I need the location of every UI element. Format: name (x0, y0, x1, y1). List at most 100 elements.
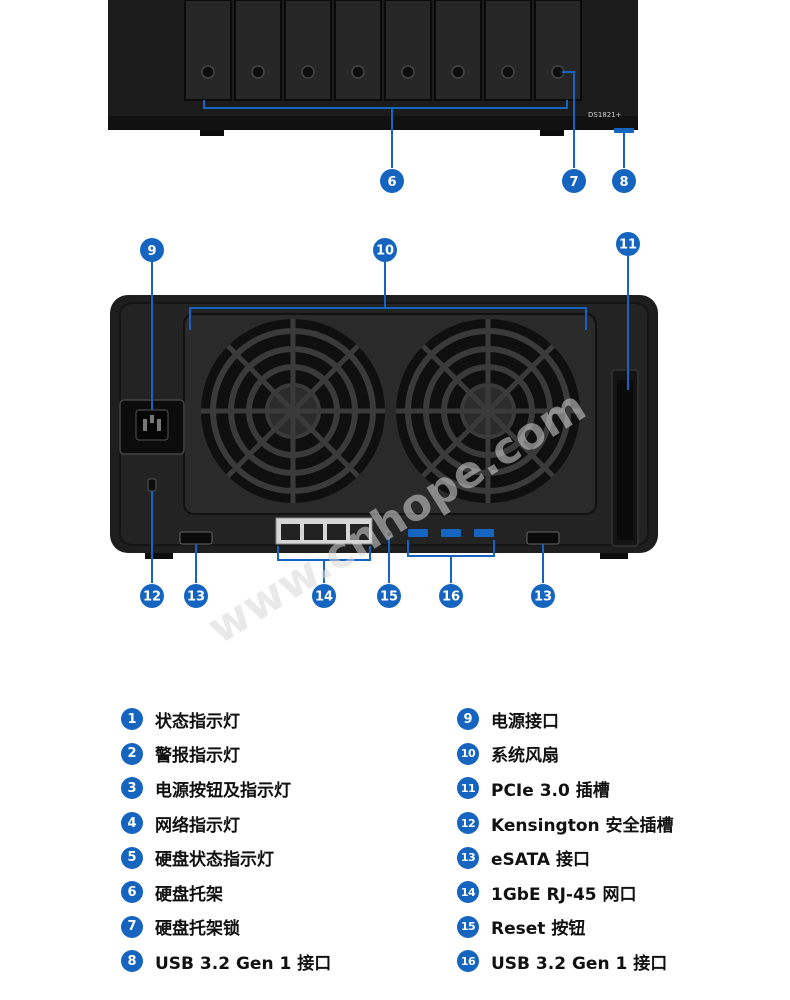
svg-text:8: 8 (619, 175, 628, 190)
legend-item-6: 6 硬盘托架 (121, 875, 331, 910)
kensington-slot (147, 478, 157, 492)
drive-bay-4 (334, 0, 382, 101)
legend-badge: 3 (121, 777, 143, 800)
legend-badge: 12 (457, 812, 479, 835)
rear-foot-left (145, 553, 173, 559)
legend-badge: 11 (457, 777, 479, 800)
legend-item-14: 14 1GbE RJ-45 网口 (457, 875, 674, 910)
esata-port-left (179, 531, 213, 545)
callout-badge-6: 6 (380, 169, 404, 193)
svg-text:16: 16 (442, 590, 460, 605)
legend-label: eSATA 接口 (491, 850, 590, 871)
callout-badge-12: 12 (140, 584, 164, 608)
callout-badge-8: 8 (612, 169, 636, 193)
drive-lock-icon (351, 65, 365, 79)
callout-badge-7: 7 (562, 169, 586, 193)
legend-badge: 13 (457, 846, 479, 869)
drive-bay-7 (484, 0, 532, 101)
drive-bay-2 (234, 0, 282, 101)
legend: 1 状态指示灯 2 警报指示灯 3 电源按钮及指示灯 4 网络指示灯 5 硬盘状… (0, 702, 790, 992)
legend-label: USB 3.2 Gen 1 接口 (491, 953, 668, 974)
drive-lock-icon (501, 65, 515, 79)
svg-text:11: 11 (619, 238, 637, 253)
drive-lock-icon (251, 65, 265, 79)
legend-label: Reset 按钮 (491, 919, 586, 940)
legend-left-column: 1 状态指示灯 2 警报指示灯 3 电源按钮及指示灯 4 网络指示灯 5 硬盘状… (121, 702, 331, 979)
front-foot-right (540, 130, 564, 136)
svg-text:6: 6 (387, 175, 396, 190)
front-usb-port (614, 128, 634, 133)
legend-item-5: 5 硬盘状态指示灯 (121, 840, 331, 875)
legend-label: 状态指示灯 (155, 711, 240, 732)
callout-badge-14: 14 (312, 584, 336, 608)
legend-label: 网络指示灯 (155, 815, 240, 836)
drive-bay-6 (434, 0, 482, 101)
legend-label: USB 3.2 Gen 1 接口 (155, 953, 332, 974)
system-fan-left (201, 319, 385, 503)
drive-lock-icon (201, 65, 215, 79)
legend-label: 1GbE RJ-45 网口 (491, 884, 637, 905)
legend-item-7: 7 硬盘托架锁 (121, 910, 331, 945)
drive-bay-1 (184, 0, 232, 101)
front-view: DS1821+ 6 7 8 (108, 0, 638, 193)
legend-badge: 16 (457, 950, 479, 973)
front-foot-left (200, 130, 224, 136)
legend-badge: 6 (121, 881, 143, 904)
rj45-ports (275, 517, 373, 545)
legend-badge: 7 (121, 915, 143, 938)
svg-text:13: 13 (187, 590, 205, 605)
callout-badge-10: 10 (373, 238, 397, 262)
legend-label: Kensington 安全插槽 (491, 815, 674, 836)
callout-badge-15: 15 (377, 584, 401, 608)
legend-badge: 9 (457, 708, 479, 731)
rear-foot-right (600, 553, 628, 559)
legend-item-3: 3 电源按钮及指示灯 (121, 771, 331, 806)
legend-label: 警报指示灯 (155, 746, 240, 767)
callout-line-7 (562, 71, 575, 168)
legend-item-12: 12 Kensington 安全插槽 (457, 806, 674, 841)
legend-label: 硬盘托架 (155, 884, 223, 905)
rear-view: 9 10 11 12 13 14 15 16 (110, 232, 658, 608)
svg-text:12: 12 (143, 590, 161, 605)
front-base (108, 116, 638, 130)
callout-line-bays (203, 100, 568, 109)
esata-port-right (526, 531, 560, 545)
power-socket (119, 399, 185, 455)
system-fan-right (396, 319, 580, 503)
legend-item-16: 16 USB 3.2 Gen 1 接口 (457, 944, 674, 979)
legend-badge: 8 (121, 950, 143, 973)
legend-badge: 10 (457, 742, 479, 765)
legend-item-8: 8 USB 3.2 Gen 1 接口 (121, 944, 331, 979)
legend-item-1: 1 状态指示灯 (121, 702, 331, 737)
legend-badge: 14 (457, 881, 479, 904)
legend-item-2: 2 警报指示灯 (121, 737, 331, 772)
legend-item-4: 4 网络指示灯 (121, 806, 331, 841)
svg-text:15: 15 (380, 590, 398, 605)
legend-item-11: 11 PCIe 3.0 插槽 (457, 771, 674, 806)
drive-lock-icon (451, 65, 465, 79)
legend-item-15: 15 Reset 按钮 (457, 910, 674, 945)
legend-item-9: 9 电源接口 (457, 702, 674, 737)
model-label: DS1821+ (588, 111, 622, 119)
drive-bay-5 (384, 0, 432, 101)
legend-label: 系统风扇 (491, 746, 559, 767)
svg-text:13: 13 (534, 590, 552, 605)
pcie-slot (611, 369, 639, 547)
callout-badge-11: 11 (616, 232, 640, 256)
legend-label: 硬盘状态指示灯 (155, 850, 274, 871)
drive-bay-3 (284, 0, 332, 101)
callout-badge-9: 9 (140, 238, 164, 262)
callout-badge-13-left: 13 (184, 584, 208, 608)
rear-usb-port (441, 529, 461, 537)
callout-badge-16: 16 (439, 584, 463, 608)
svg-text:10: 10 (376, 244, 394, 259)
legend-label: 电源接口 (491, 711, 559, 732)
svg-text:14: 14 (315, 590, 333, 605)
legend-item-10: 10 系统风扇 (457, 737, 674, 772)
device-illustration: DS1821+ 6 7 8 (108, 0, 658, 654)
legend-right-column: 9 电源接口 10 系统风扇 11 PCIe 3.0 插槽 12 Kensing… (457, 702, 674, 979)
rear-usb-port (408, 529, 428, 537)
drive-lock-icon (401, 65, 415, 79)
drive-bays (184, 0, 582, 101)
drive-lock-icon (301, 65, 315, 79)
